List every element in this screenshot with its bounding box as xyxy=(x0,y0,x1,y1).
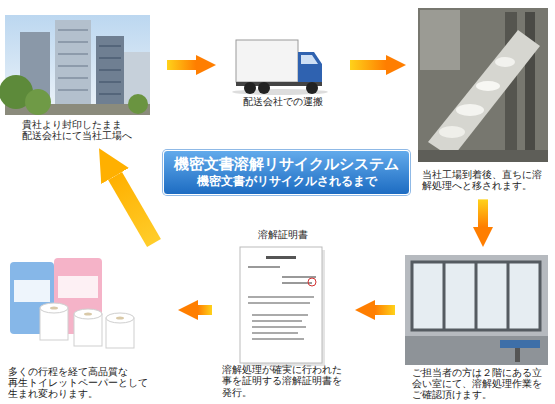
observation-room-photo-part xyxy=(515,348,520,362)
certificate-document-part xyxy=(282,282,312,284)
factory-photo-part xyxy=(418,150,548,162)
caption-text: 多くの行程を経て高品質な 再生トイレットペーパーとして 生まれ変わります。 xyxy=(5,366,170,400)
flow-arrow xyxy=(478,199,488,227)
factory-photo-part xyxy=(476,81,500,91)
heading-text: 溶解証明書 xyxy=(220,229,345,240)
step-photo: ご担当者の方は２階にある立 会い室にて、溶解処理作業を ご確認頂けます。 xyxy=(405,255,553,401)
office-photo-part xyxy=(25,89,51,115)
certificate-document-part xyxy=(240,247,322,363)
observation-room-photo-part xyxy=(444,262,508,330)
toilet-paper-photo-part xyxy=(116,316,124,319)
office-photo-part xyxy=(55,20,91,115)
office-photo-part xyxy=(99,46,121,94)
truck-icon-part xyxy=(298,52,322,82)
step-photo: 配送会社での運搬 xyxy=(228,30,338,107)
factory-photo xyxy=(418,8,548,162)
office-photo xyxy=(0,15,150,115)
certificate-document xyxy=(240,247,325,366)
toilet-paper-photo-part xyxy=(14,280,50,302)
flow-arrow xyxy=(198,305,212,315)
certificate-document-part xyxy=(252,326,306,328)
certificate-document-part xyxy=(248,266,280,268)
step-photo: 多くの行程を経て高品質な 再生トイレットペーパーとして 生まれ変わります。 xyxy=(5,250,170,400)
certificate-document-part xyxy=(248,296,314,298)
step-photo: 貴社より封印したまま 配送会社にて当社工場へ xyxy=(5,15,155,141)
caption-text: ご担当者の方は２階にある立 会い室にて、溶解処理作業を ご確認頂けます。 xyxy=(405,367,553,401)
subtitle-text: 機密文書がリサイクルされるまで xyxy=(174,175,399,188)
observation-room-photo-part xyxy=(412,262,540,330)
certificate-document-part xyxy=(252,320,302,322)
observation-room-photo xyxy=(405,255,548,365)
caption-text: 貴社より封印したまま 配送会社にて当社工場へ xyxy=(5,119,155,141)
toilet-paper-photo xyxy=(10,258,134,348)
flow-arrow xyxy=(167,60,196,70)
toilet-paper-photo-part xyxy=(74,309,102,319)
certificate-document-part xyxy=(252,332,298,334)
office-photo-part xyxy=(128,94,148,114)
caption-text: 配送会社での運搬 xyxy=(228,96,338,107)
factory-photo-part xyxy=(525,12,535,162)
factory-photo-part xyxy=(420,10,460,70)
caption-text: 溶解処理が確実に行われた 事を証明する溶解証明書を 発行。 xyxy=(220,364,345,398)
factory-photo-part xyxy=(418,8,548,162)
title-band: 機密文書溶解リサイクルシステム機密文書がリサイクルされるまで xyxy=(163,150,410,195)
truck-icon-part xyxy=(236,40,298,82)
office-photo-part xyxy=(96,36,124,115)
step-document: 溶解証明書溶解処理が確実に行われた 事を証明する溶解証明書を 発行。 xyxy=(220,229,345,398)
flow-arrow xyxy=(350,60,386,70)
truck-icon-part xyxy=(244,82,256,94)
office-photo-part xyxy=(58,30,88,90)
caption-text: 当社工場到着後、直ちに溶 解処理へと移されます。 xyxy=(418,169,553,191)
factory-photo-part xyxy=(456,104,484,116)
step-photo: 当社工場到着後、直ちに溶 解処理へと移されます。 xyxy=(418,8,553,191)
factory-photo-part xyxy=(439,126,465,138)
factory-photo-part xyxy=(428,30,540,158)
toilet-paper-photo-part xyxy=(58,276,98,298)
certificate-document-part xyxy=(308,278,316,286)
title-text: 機密文書溶解リサイクルシステム xyxy=(174,156,399,173)
truck-icon-part xyxy=(301,55,318,64)
toilet-paper-photo-part xyxy=(40,303,68,313)
factory-photo-part xyxy=(495,57,515,67)
truck-icon xyxy=(232,40,328,95)
observation-room-photo-part xyxy=(500,340,540,348)
flow-arrow xyxy=(115,176,154,243)
truck-icon-part xyxy=(306,82,318,94)
toilet-paper-photo-part xyxy=(106,313,134,323)
toilet-paper-photo-part xyxy=(84,312,92,315)
certificate-document-part xyxy=(248,302,310,304)
observation-room-photo-part xyxy=(405,336,548,365)
truck-icon-part xyxy=(258,82,270,94)
certificate-document-part xyxy=(252,314,308,316)
toilet-paper-photo-part xyxy=(50,306,58,309)
certificate-document-part xyxy=(266,256,296,259)
observation-room-photo-part xyxy=(405,255,548,365)
office-photo-part xyxy=(5,15,150,115)
flow-arrow xyxy=(375,305,395,315)
certificate-document-part xyxy=(252,338,304,340)
